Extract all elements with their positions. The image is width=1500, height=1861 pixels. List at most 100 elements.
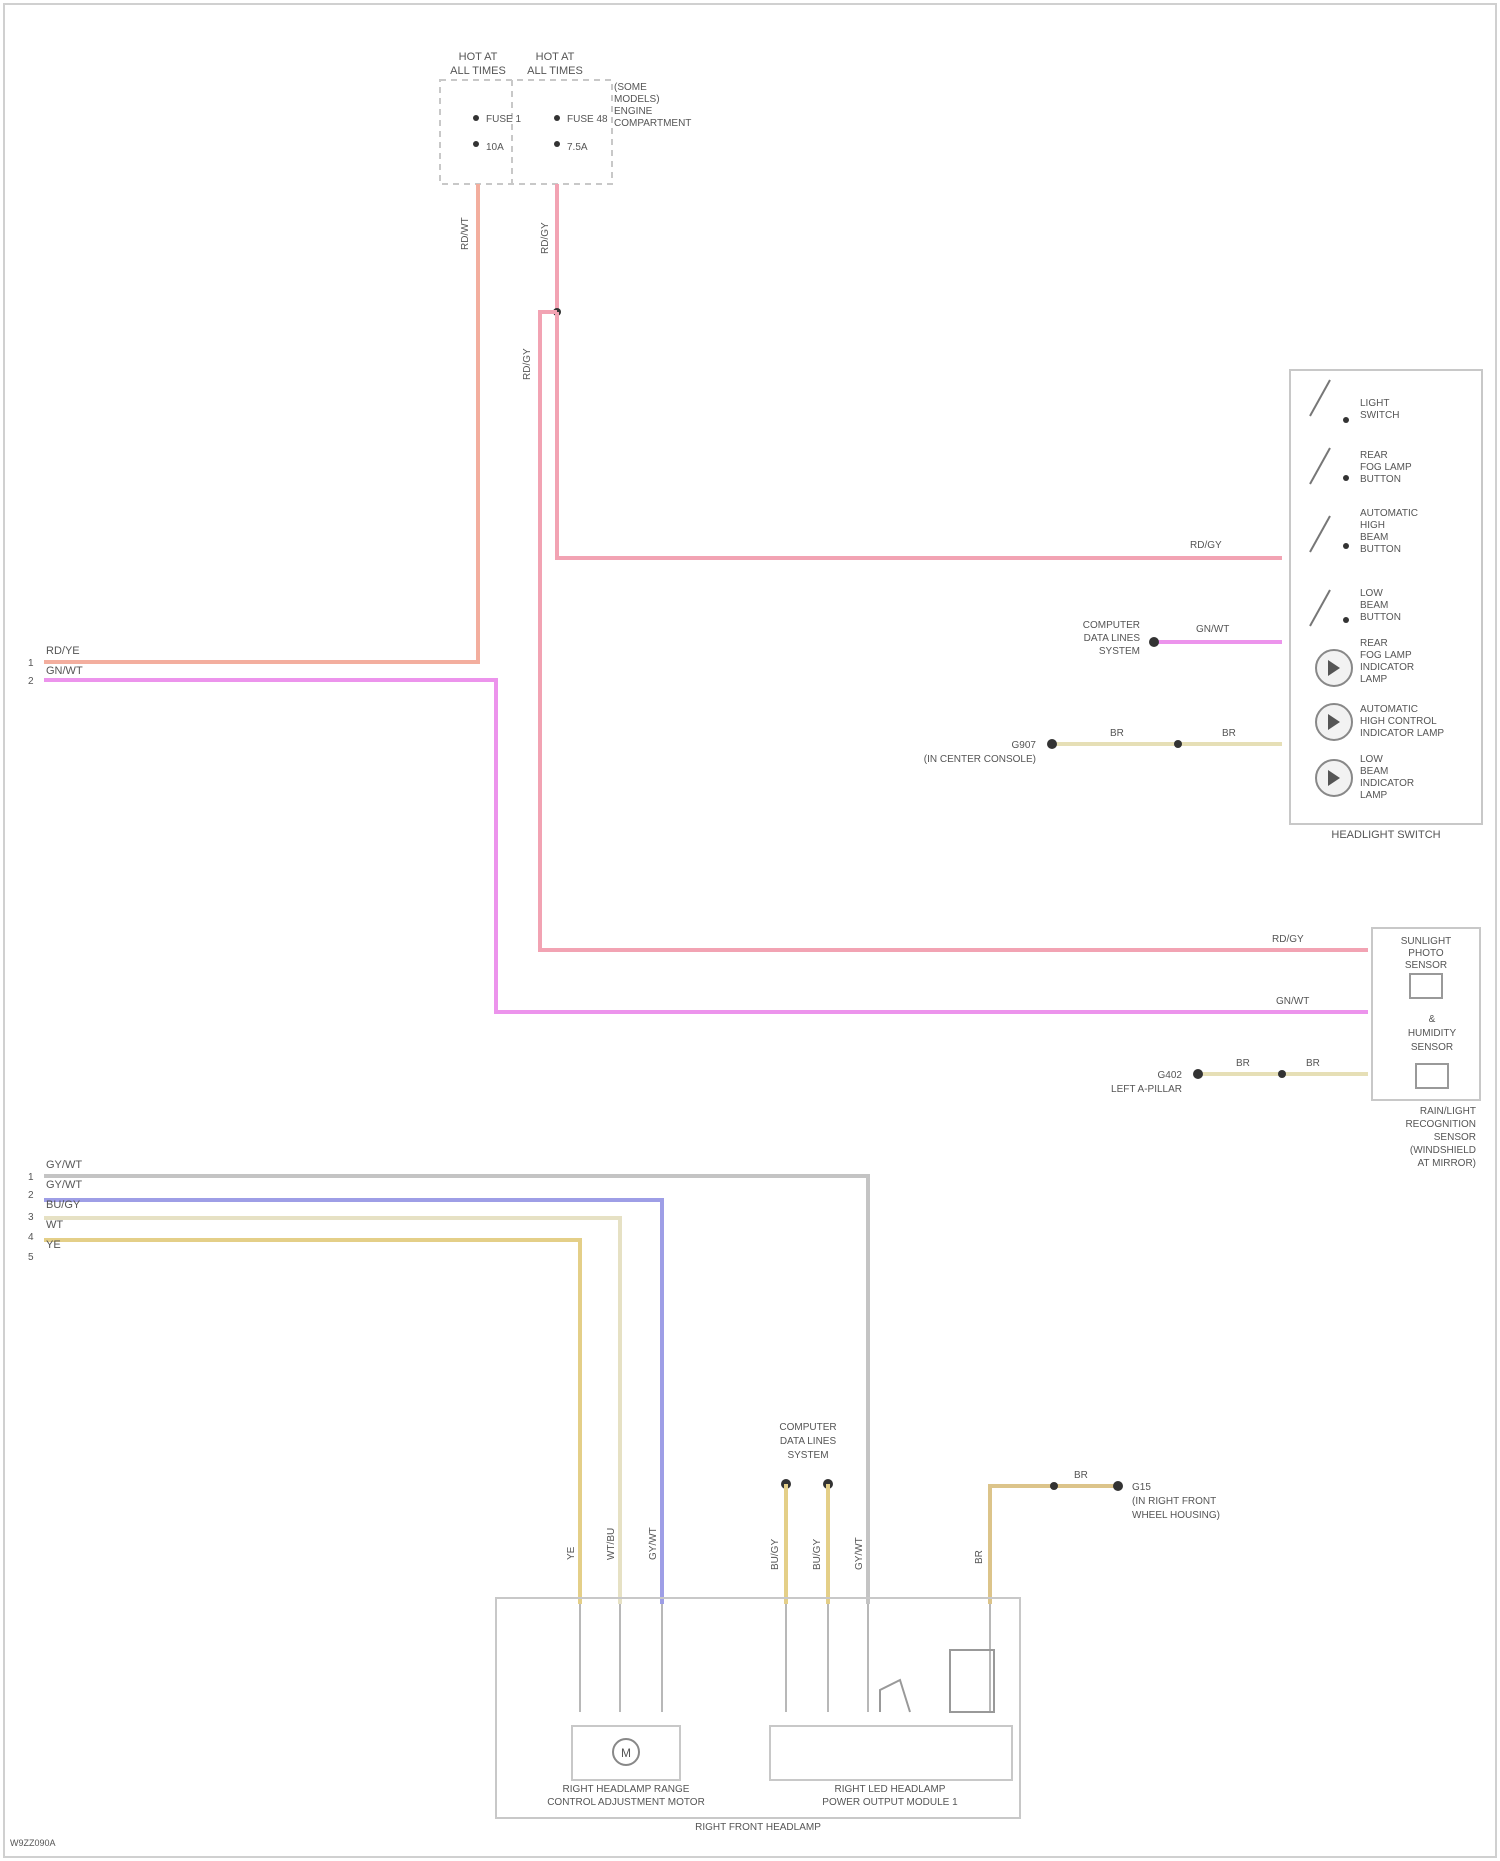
switch-item-6-line-3: INDICATOR LAMP bbox=[1360, 728, 1444, 739]
fuse-box-title-left-1: HOT AT bbox=[459, 51, 498, 63]
headlamp-led-module-outline bbox=[770, 1726, 1012, 1780]
fuse-box-title-left-2: ALL TIMES bbox=[450, 65, 506, 77]
connector-bottom-label-1: GY/WT bbox=[46, 1159, 82, 1171]
headlamp-wire-label-3: GY/WT bbox=[648, 1527, 659, 1560]
switch-item-4-line-3: BUTTON bbox=[1360, 612, 1401, 623]
right-front-headlamp: M RIGHT HEADLAMP RANGE CONTROL ADJUSTMEN… bbox=[496, 1598, 1020, 1833]
headlamp-wire-label-4: BU/GY bbox=[770, 1539, 781, 1570]
fuse-box-side-label-1: (SOME bbox=[614, 82, 647, 93]
wire-br-headlamp-ground bbox=[990, 1486, 1118, 1604]
switch-item-1-line-2: SWITCH bbox=[1360, 410, 1399, 421]
switch-item-5-line-1: REAR bbox=[1360, 638, 1388, 649]
sensor-element-icon bbox=[1416, 1064, 1448, 1088]
sensor-wire-label-1: RD/GY bbox=[1272, 934, 1304, 945]
switch-wire-label-1: RD/GY bbox=[1190, 540, 1222, 551]
sensor-label-mid-3: SENSOR bbox=[1411, 1042, 1453, 1053]
wire-ye bbox=[44, 1240, 580, 1604]
switch-item-3-line-3: BEAM bbox=[1360, 532, 1388, 543]
connector-pin-icon: 1 bbox=[28, 658, 34, 669]
switch-item-5-line-4: LAMP bbox=[1360, 674, 1388, 685]
switch-item-7-line-4: LAMP bbox=[1360, 790, 1388, 801]
connector-icon bbox=[1050, 1482, 1058, 1490]
headlamp-data-label-1: COMPUTER bbox=[779, 1422, 836, 1433]
headlamp-data-label-2: DATA LINES bbox=[780, 1436, 837, 1447]
switch-item-2-line-3: BUTTON bbox=[1360, 474, 1401, 485]
sensor-label-top-3: SENSOR bbox=[1405, 960, 1447, 971]
headlamp-ground-label-2: (IN RIGHT FRONT bbox=[1132, 1496, 1216, 1507]
wire-rd-wt bbox=[44, 184, 478, 662]
switch-item-2-line-1: REAR bbox=[1360, 450, 1388, 461]
switch-icon bbox=[1310, 590, 1330, 626]
motor-icon: M bbox=[621, 1746, 631, 1760]
sensor-caption-3: SENSOR bbox=[1434, 1132, 1476, 1143]
headlamp-wire-label-1: YE bbox=[566, 1546, 577, 1560]
connector-pin-icon: 4 bbox=[28, 1232, 34, 1243]
headlamp-motor-label-2: CONTROL ADJUSTMENT MOTOR bbox=[547, 1797, 705, 1808]
switch-item-6-line-2: HIGH CONTROL bbox=[1360, 716, 1437, 727]
headlamp-led-label-1: RIGHT LED HEADLAMP bbox=[835, 1784, 946, 1795]
fuse-box-side-label-3: ENGINE bbox=[614, 106, 653, 117]
connector-icon bbox=[1149, 637, 1159, 647]
sensor-caption-5: AT MIRROR) bbox=[1417, 1158, 1476, 1169]
sensor-wire-label-3b: BR bbox=[1306, 1058, 1320, 1069]
sensor-label-top-1: SUNLIGHT bbox=[1401, 936, 1452, 947]
fuse-box-side-label-2: MODELS) bbox=[614, 94, 660, 105]
fuse-box-outline bbox=[440, 80, 612, 184]
fuse-right-rating: 7.5A bbox=[567, 142, 588, 153]
switch-ground-label-1: G907 bbox=[1012, 740, 1037, 751]
connector-bottom-label-5: YE bbox=[46, 1239, 61, 1251]
headlamp-wire-label-2: WT/BU bbox=[606, 1528, 617, 1560]
connector-pin-icon: 2 bbox=[28, 1190, 34, 1201]
sensor-wire-label-2: GN/WT bbox=[1276, 996, 1309, 1007]
wire-label-rd-gy-splice: RD/GY bbox=[522, 348, 533, 380]
connector-top-label-2: GN/WT bbox=[46, 665, 83, 677]
ground-icon bbox=[1193, 1069, 1203, 1079]
switch-item-4-line-2: BEAM bbox=[1360, 600, 1388, 611]
switch-item-5-line-2: FOG LAMP bbox=[1360, 650, 1412, 661]
switch-item-1-line-1: LIGHT bbox=[1360, 398, 1389, 409]
connector-icon bbox=[1278, 1070, 1286, 1078]
sensor-caption-1: RAIN/LIGHT bbox=[1420, 1106, 1476, 1117]
wire-wt bbox=[44, 1218, 620, 1604]
switch-inst-label-3: SYSTEM bbox=[1099, 646, 1140, 657]
switch-contact-icon bbox=[1343, 617, 1349, 623]
switch-item-4-line-1: LOW bbox=[1360, 588, 1383, 599]
switch-item-3-line-4: BUTTON bbox=[1360, 544, 1401, 555]
wire-label-rd-gy-feed: RD/GY bbox=[540, 222, 551, 254]
wire-rd-gy-sensor bbox=[540, 312, 1368, 950]
sensor-label-mid-1: & bbox=[1429, 1014, 1436, 1025]
switch-item-3-line-1: AUTOMATIC bbox=[1360, 508, 1418, 519]
connector-pin-icon: 1 bbox=[28, 1172, 34, 1183]
fuse-terminal-icon bbox=[554, 141, 560, 147]
switch-contact-icon bbox=[1343, 543, 1349, 549]
sensor-element-icon bbox=[1410, 974, 1442, 998]
headlamp-ground-label-3: WHEEL HOUSING) bbox=[1132, 1510, 1220, 1521]
headlamp-data-label-3: SYSTEM bbox=[787, 1450, 828, 1461]
sensor-ground-label-2: LEFT A-PILLAR bbox=[1111, 1084, 1182, 1095]
fuse-box: HOT AT ALL TIMES HOT AT ALL TIMES (SOME … bbox=[440, 51, 691, 184]
headlamp-wire-label-7: BR bbox=[974, 1550, 985, 1564]
fuse-box-title-right-1: HOT AT bbox=[536, 51, 575, 63]
wire-bu-gy bbox=[44, 1200, 662, 1604]
sensor-label-top-2: PHOTO bbox=[1408, 948, 1444, 959]
switch-contact-icon bbox=[1343, 417, 1349, 423]
connector-pin-icon: 2 bbox=[28, 676, 34, 687]
switch-item-7-line-2: BEAM bbox=[1360, 766, 1388, 777]
switch-icon bbox=[1310, 380, 1330, 416]
fuse-terminal-icon bbox=[554, 115, 560, 121]
sensor-ground-label-1: G402 bbox=[1158, 1070, 1183, 1081]
ground-icon bbox=[1047, 739, 1057, 749]
connector-pin-icon: 5 bbox=[28, 1252, 34, 1263]
headlight-switch-module: HEADLIGHT SWITCH LIGHT SWITCH REAR FOG L… bbox=[1290, 370, 1482, 841]
switch-item-7-line-1: LOW bbox=[1360, 754, 1383, 765]
headlamp-ground-label-1: G15 bbox=[1132, 1482, 1151, 1493]
rain-light-sensor-module: SUNLIGHT PHOTO SENSOR & HUMIDITY SENSOR … bbox=[1372, 928, 1480, 1169]
switch-item-2-line-2: FOG LAMP bbox=[1360, 462, 1412, 473]
switch-wire-label-2: GN/WT bbox=[1196, 624, 1229, 635]
headlamp-wire-label-6: GY/WT bbox=[854, 1537, 865, 1570]
connector-pin-icon: 3 bbox=[28, 1212, 34, 1223]
fuse-right-name: FUSE 48 bbox=[567, 114, 608, 125]
switch-icon bbox=[1310, 448, 1330, 484]
wire-gn-wt bbox=[44, 680, 1368, 1012]
connector-bottom-label-4: WT bbox=[46, 1219, 63, 1231]
